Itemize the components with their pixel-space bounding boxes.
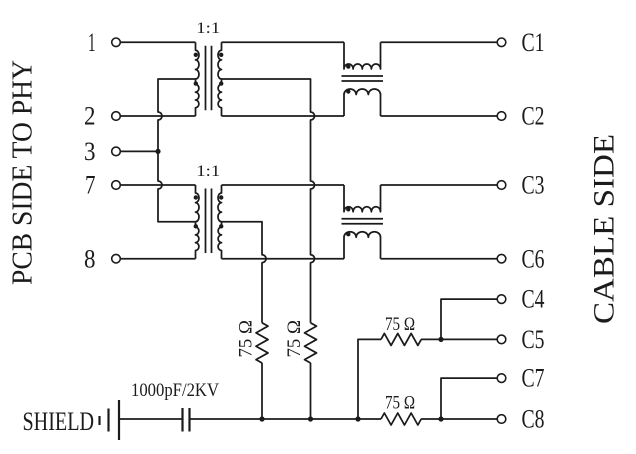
choke-1-core xyxy=(341,75,383,82)
termination-network: 75 Ω 75 Ω xyxy=(221,78,318,419)
cable-pin-c7-terminal xyxy=(496,373,507,384)
transformer-1-phase-dot xyxy=(219,52,224,57)
cable-pin-c3: C3 xyxy=(496,171,545,200)
shield-network: SHIELD 1000pF/2KV 75 Ω xyxy=(23,377,498,440)
transformer-1-secondary-winding xyxy=(217,42,223,117)
choke-2-phase-dot xyxy=(346,232,351,237)
cable-pin-c8-terminal xyxy=(496,413,507,425)
cable-pin-c8-label: C8 xyxy=(522,405,545,434)
transformer-2-phase-dot xyxy=(193,195,198,200)
cable-pin-c4-terminal xyxy=(496,294,507,305)
pcb-pin-2-label: 2 xyxy=(84,102,96,131)
cable-pin-c6-terminal xyxy=(496,253,507,264)
cable-pin-c4: C4 xyxy=(496,285,545,314)
pcb-pin-1-label: 1 xyxy=(88,28,96,57)
pin3-junction-dot xyxy=(155,148,161,154)
c4-wire xyxy=(440,298,498,340)
c7-wire xyxy=(440,377,498,419)
cable-pin-c1: C1 xyxy=(496,28,545,57)
resistor-2-label: 75 Ω xyxy=(284,320,305,358)
c5-junction-dot xyxy=(438,336,444,342)
choke-2 xyxy=(341,185,383,259)
shield-label: SHIELD xyxy=(23,407,95,436)
transformer-1-phase-dot xyxy=(193,52,198,57)
transformer-2-phase-dot xyxy=(219,224,224,229)
rail-junction-dot xyxy=(259,416,265,422)
cable-pin-c5-label: C5 xyxy=(522,325,545,354)
transformer-2-secondary-winding xyxy=(217,185,223,259)
cable-pin-c4-label: C4 xyxy=(522,285,545,314)
pcb-pin-7-terminal xyxy=(110,179,122,191)
cable-pin-c2: C2 xyxy=(496,102,545,131)
transformer-1-core xyxy=(204,45,213,111)
transformer-2-phase-dot xyxy=(193,224,198,229)
right-side-label: CABLE SIDE xyxy=(588,134,621,324)
transformer-2: 1:1 xyxy=(193,163,224,259)
choke-2-core xyxy=(341,217,383,225)
choke-1-phase-dot xyxy=(346,64,351,69)
c5-row-wire xyxy=(357,338,381,419)
pcb-pin-3: 3 xyxy=(84,137,158,166)
resistor-4-body xyxy=(380,412,422,426)
pcb-pin-8-label: 8 xyxy=(84,244,96,273)
cable-pin-c7-label: C7 xyxy=(522,364,545,393)
choke-2-top-winding xyxy=(343,185,382,213)
resistor-3-body xyxy=(380,332,422,347)
pcb-pin-1: 1 xyxy=(88,28,196,57)
pcb-pin-7-label: 7 xyxy=(85,171,96,200)
cable-pin-c1-label: C1 xyxy=(522,28,545,57)
secondary-wires xyxy=(221,41,498,260)
cable-pin-c8: C8 xyxy=(496,405,545,434)
pcb-pin-2-terminal xyxy=(110,110,122,122)
transformer-1-phase-dot xyxy=(219,81,224,86)
pcb-pin-1-terminal xyxy=(110,37,122,48)
pcb-pin-2: 2 xyxy=(84,102,196,131)
left-side-label: PCB SIDE TO PHY xyxy=(8,60,39,285)
choke-1-top-winding xyxy=(343,42,382,70)
cable-pin-c6: C6 xyxy=(496,244,545,273)
t2-secondary-tap-wire xyxy=(221,220,267,323)
transformer-1-ratio-label: 1:1 xyxy=(196,20,220,37)
resistor-3-label: 75 Ω xyxy=(385,315,415,335)
transformer-1-phase-dot xyxy=(193,81,198,86)
cable-pin-c2-terminal xyxy=(496,110,507,122)
transformer-2-core xyxy=(204,188,213,253)
cable-pin-c3-terminal xyxy=(496,179,507,191)
resistor-1-body xyxy=(255,322,269,364)
pcb-pin-3-terminal xyxy=(110,146,122,157)
transformer-1: 1:1 xyxy=(193,20,224,117)
resistor-2-body xyxy=(303,322,318,364)
cable-pin-c1-terminal xyxy=(496,37,507,48)
transformer-1-primary-winding xyxy=(194,42,200,117)
cable-pin-c3-label: C3 xyxy=(522,171,545,200)
transformer-2-primary-winding xyxy=(194,185,200,259)
cable-pin-c2-label: C2 xyxy=(522,102,545,131)
pcb-pin-8: 8 xyxy=(84,244,196,273)
pcb-pin-7: 7 xyxy=(85,171,196,200)
rail-junction-dot xyxy=(438,416,444,422)
transformer-2-ratio-label: 1:1 xyxy=(196,163,220,180)
choke-2-phase-dot xyxy=(346,207,351,212)
choke-2-bottom-winding xyxy=(343,230,382,259)
cable-pin-c6-label: C6 xyxy=(522,244,545,273)
rail-junction-dot xyxy=(307,416,314,422)
c4-c5-branch: 75 Ω xyxy=(355,298,498,422)
t1-secondary-tap-wire xyxy=(221,78,316,323)
pcb-pin-3-label: 3 xyxy=(84,137,96,166)
primary-center-tap-bus xyxy=(155,78,196,223)
choke-1-phase-dot xyxy=(346,89,351,94)
cable-pin-c7: C7 xyxy=(496,364,545,393)
resistor-1-label: 75 Ω xyxy=(236,320,257,358)
transformer-2-phase-dot xyxy=(219,195,224,200)
cable-pin-c5: C5 xyxy=(496,325,545,354)
choke-1-bottom-winding xyxy=(343,88,382,116)
pcb-pin-8-terminal xyxy=(110,253,122,264)
cable-pin-c5-terminal xyxy=(496,334,507,345)
resistor-4-label: 75 Ω xyxy=(385,394,415,414)
choke-1 xyxy=(341,42,383,116)
capacitor-label: 1000pF/2KV xyxy=(131,381,220,401)
